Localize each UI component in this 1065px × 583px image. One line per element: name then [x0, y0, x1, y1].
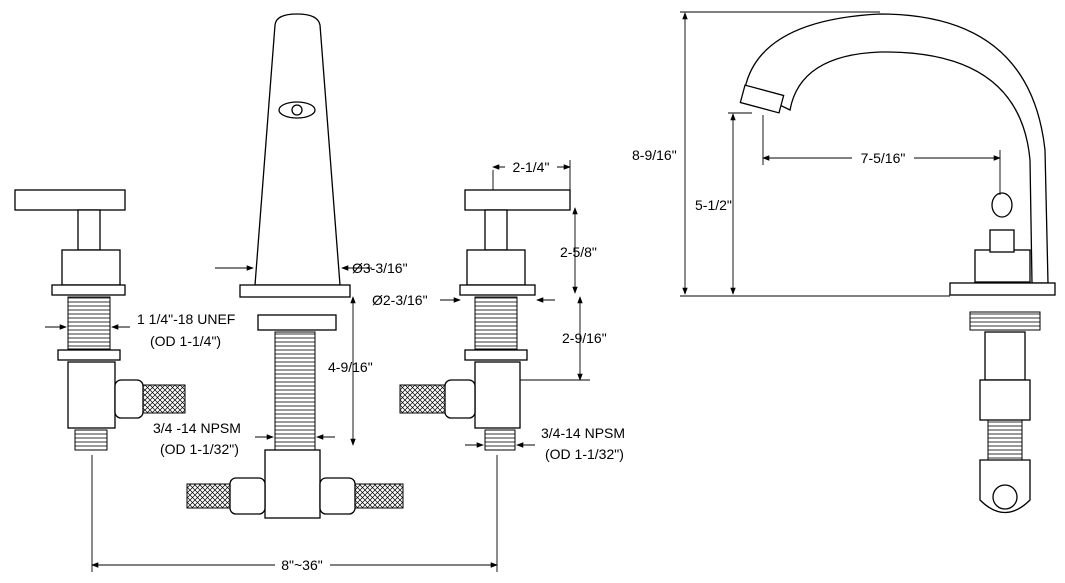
- left-inlet-od: (OD 1-1/32"): [160, 441, 239, 457]
- side-view-faucet: [739, 13, 1056, 514]
- dim-spout-base-diameter: Ø3-3/16": [352, 260, 408, 276]
- dim-handle-height: 2-5/8": [560, 244, 597, 260]
- dim-spread: 8"~36": [281, 557, 323, 573]
- dim-valve-base-diameter: Ø2-3/16": [372, 292, 428, 308]
- dim-handle-width: 2-1/4": [513, 159, 550, 175]
- dim-spout-reach: 7-5/16": [861, 150, 906, 166]
- dim-overall-height: 8-9/16": [632, 147, 677, 163]
- dim-spout-shank: 4-9/16": [328, 359, 373, 375]
- right-inlet-od: (OD 1-1/32"): [545, 446, 624, 462]
- dim-outlet-height: 5-1/2": [695, 197, 732, 213]
- center-spout: [186, 13, 404, 519]
- left-handle-valve: [14, 189, 186, 451]
- right-handle-valve: [399, 189, 571, 451]
- left-inlet-label: 3/4 -14 NPSM: [153, 420, 241, 436]
- dimension-labels: 2-1/4" 2-5/8" Ø3-3/16" Ø2-3/16" 2-9/16" …: [137, 147, 914, 574]
- valve-thread-od: (OD 1-1/4"): [150, 333, 221, 349]
- valve-thread-label: 1 1/4"-18 UNEF: [137, 311, 235, 327]
- dim-valve-shank: 2-9/16": [562, 330, 607, 346]
- right-inlet-label: 3/4-14 NPSM: [541, 425, 625, 441]
